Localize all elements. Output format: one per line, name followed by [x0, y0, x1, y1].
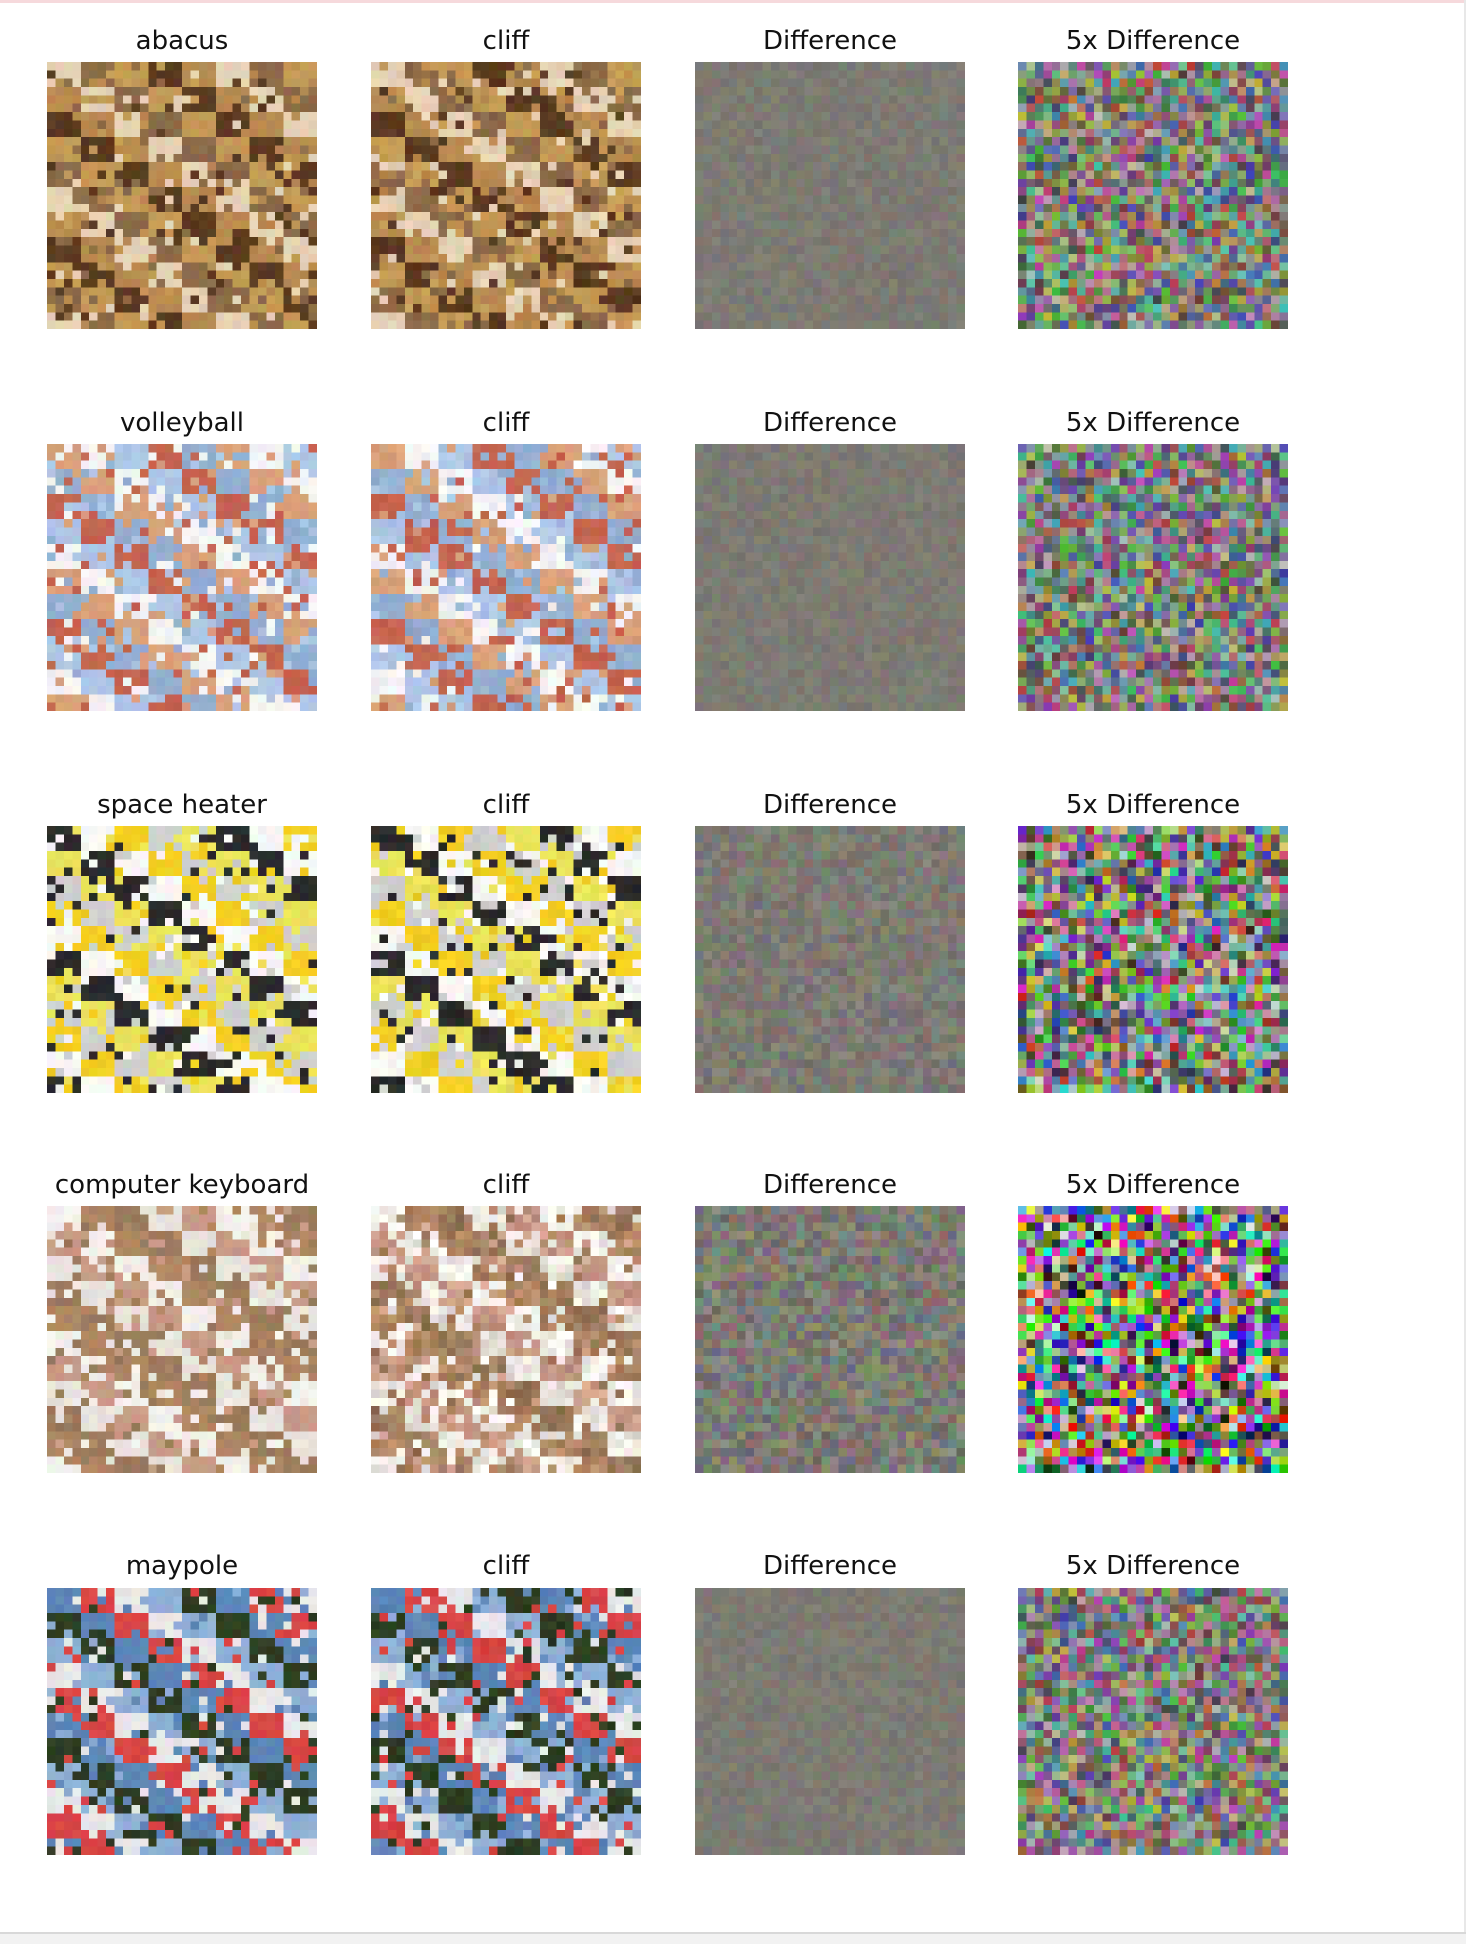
- target-label-title: cliff: [482, 1170, 530, 1200]
- difference-title: Difference: [762, 408, 898, 438]
- source-image: [47, 444, 317, 711]
- source-image: [47, 826, 317, 1093]
- five-x-difference-title: 5x Difference: [1065, 1551, 1241, 1581]
- difference-title: Difference: [762, 790, 898, 820]
- five-x-difference-image: [1018, 62, 1288, 329]
- five-x-difference-title: 5x Difference: [1065, 408, 1241, 438]
- target-label-title: cliff: [482, 790, 530, 820]
- right-border: [1464, 0, 1466, 1944]
- source-image: [47, 1588, 317, 1855]
- difference-image: [695, 1588, 965, 1855]
- source-label-title: maypole: [125, 1551, 239, 1581]
- adversarial-image: [371, 1588, 641, 1855]
- difference-title: Difference: [762, 26, 898, 56]
- five-x-difference-title: 5x Difference: [1065, 26, 1241, 56]
- difference-title: Difference: [762, 1551, 898, 1581]
- five-x-difference-title: 5x Difference: [1065, 1170, 1241, 1200]
- top-border: [0, 0, 1466, 3]
- source-label-title: computer keyboard: [54, 1170, 310, 1200]
- source-label-title: abacus: [135, 26, 229, 56]
- five-x-difference-image: [1018, 1206, 1288, 1473]
- adversarial-image: [371, 826, 641, 1093]
- adversarial-image: [371, 444, 641, 711]
- five-x-difference-image: [1018, 1588, 1288, 1855]
- difference-title: Difference: [762, 1170, 898, 1200]
- source-label-title: volleyball: [119, 408, 244, 438]
- difference-image: [695, 62, 965, 329]
- target-label-title: cliff: [482, 408, 530, 438]
- five-x-difference-image: [1018, 444, 1288, 711]
- source-image: [47, 1206, 317, 1473]
- adversarial-image: [371, 1206, 641, 1473]
- difference-image: [695, 444, 965, 711]
- horizontal-scrollbar[interactable]: [0, 1932, 1466, 1944]
- difference-image: [695, 826, 965, 1093]
- source-label-title: space heater: [97, 790, 267, 820]
- target-label-title: cliff: [482, 26, 530, 56]
- five-x-difference-title: 5x Difference: [1065, 790, 1241, 820]
- five-x-difference-image: [1018, 826, 1288, 1093]
- adversarial-image: [371, 62, 641, 329]
- difference-image: [695, 1206, 965, 1473]
- source-image: [47, 62, 317, 329]
- target-label-title: cliff: [482, 1551, 530, 1581]
